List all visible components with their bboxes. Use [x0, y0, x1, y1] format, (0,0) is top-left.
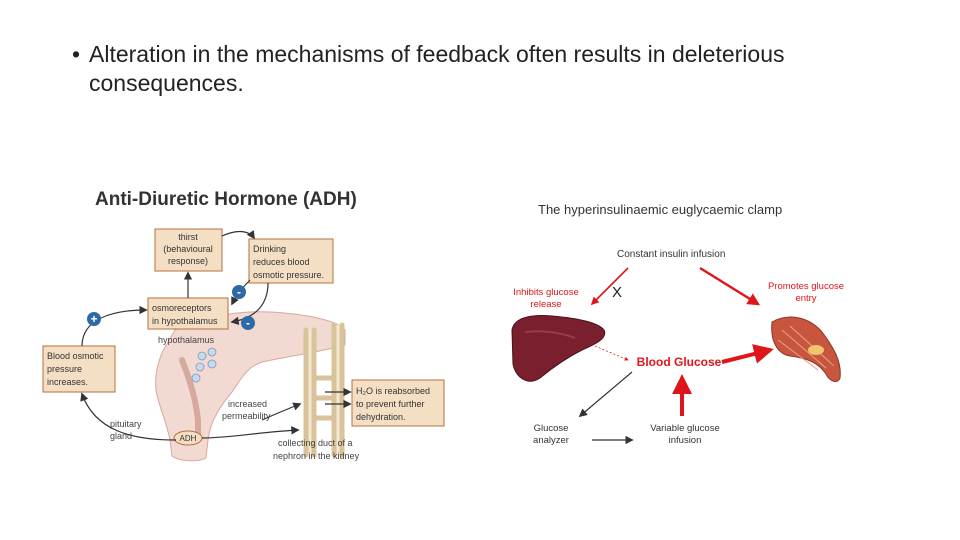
- arrow-insulin-to-liver: [590, 267, 629, 306]
- collecting-duct: [303, 322, 345, 458]
- arrow-liver-to-glucose: [594, 345, 629, 361]
- muscle-fat: [808, 345, 824, 355]
- neuron-cell: [191, 373, 201, 383]
- arrow-thirst-to-drinking: [221, 230, 255, 240]
- blood-osmotic-line: pressure: [47, 364, 82, 374]
- blood-osmotic-line: Blood osmotic: [47, 351, 104, 361]
- adh-oval-label: ADH: [180, 434, 197, 443]
- variable-label: Variable glucose: [650, 423, 720, 434]
- inhibits-label: Inhibits glucose: [513, 287, 578, 298]
- neuron-cell: [207, 359, 217, 369]
- neuron-cell: [195, 362, 205, 372]
- pituitary-label: gland: [110, 431, 132, 441]
- clamp-title: The hyperinsulinaemic euglycaemic clamp: [538, 202, 782, 217]
- liver-highlight: [524, 330, 576, 339]
- thirst-line: (behavioural: [163, 244, 213, 254]
- muscle-image: [771, 316, 841, 382]
- increased-label: permeability: [222, 411, 271, 421]
- promotes-label: Promotes glucose: [768, 281, 844, 292]
- neuron-cell: [197, 351, 207, 361]
- arrow-drinking-feedback: [230, 282, 269, 325]
- hypothalamus-label: hypothalamus: [158, 335, 215, 345]
- plus-badge: [87, 312, 101, 326]
- bullet-dot: •: [72, 41, 81, 67]
- variable-label: infusion: [669, 435, 702, 446]
- arrow-adh-to-duct: [201, 426, 300, 439]
- h2o-line: dehydration.: [356, 412, 406, 422]
- x-mark: X: [612, 284, 622, 301]
- promotes-label: entry: [795, 293, 816, 304]
- drinking-line: reduces blood: [253, 257, 310, 267]
- thirst-box: [154, 228, 223, 272]
- inhibits-label: release: [530, 299, 561, 310]
- duct-lumen: [308, 325, 340, 455]
- arrow-permeability: [261, 402, 302, 421]
- adh-title: Anti-Diuretic Hormone (ADH): [95, 189, 357, 210]
- increased-label: increased: [228, 399, 267, 409]
- minus-badge: [232, 285, 246, 299]
- arrow-glucose-to-analyzer: [578, 371, 633, 418]
- minus-badge-label: -: [237, 285, 241, 299]
- clamp-diagram: The hyperinsulinaemic euglycaemic clamp …: [511, 202, 844, 446]
- pituitary-label: pituitary: [110, 419, 142, 429]
- h2o-line: H₂O is reabsorbed: [356, 386, 430, 396]
- thirst-line: response): [168, 256, 208, 266]
- blood-osmotic-box: [42, 345, 116, 393]
- blood-osmotic-line: increases.: [47, 377, 88, 387]
- collecting-label: nephron in the kidney: [273, 451, 360, 461]
- thirst-line: thirst: [178, 232, 198, 242]
- h2o-line: to prevent further: [356, 399, 425, 409]
- brain-tissue: [155, 311, 346, 462]
- analyzer-label: analyzer: [533, 435, 569, 446]
- blood-glucose-label: Blood Glucose: [637, 355, 722, 369]
- drinking-box: [248, 238, 334, 284]
- drinking-line: osmotic pressure.: [253, 270, 324, 280]
- h2o-box: [351, 379, 445, 427]
- liver-image: [511, 315, 606, 382]
- drinking-line: Drinking: [253, 244, 286, 254]
- minus-badge: [241, 316, 255, 330]
- insulin-label: Constant insulin infusion: [617, 249, 725, 260]
- pituitary-stalk: [179, 357, 201, 439]
- minus-badge-label: -: [246, 316, 250, 330]
- arrow-insulin-to-muscle: [699, 266, 761, 306]
- osmoreceptors-line: in hypothalamus: [152, 316, 218, 326]
- collecting-label: collecting duct of a: [278, 438, 353, 448]
- analyzer-label: Glucose: [534, 423, 569, 434]
- bullet-point: • Alteration in the mechanisms of feedba…: [72, 40, 912, 98]
- osmoreceptors-line: osmoreceptors: [152, 303, 212, 313]
- bullet-text: Alteration in the mechanisms of feedback…: [89, 41, 785, 96]
- adh-diagram: Anti-Diuretic Hormone (ADH) thirst (beha…: [42, 189, 445, 462]
- arrow-adh-to-blood: [80, 392, 177, 441]
- neuron-cell: [207, 347, 217, 357]
- arrow-glucose-to-muscle: [721, 344, 774, 364]
- plus-badge-label: +: [90, 312, 97, 326]
